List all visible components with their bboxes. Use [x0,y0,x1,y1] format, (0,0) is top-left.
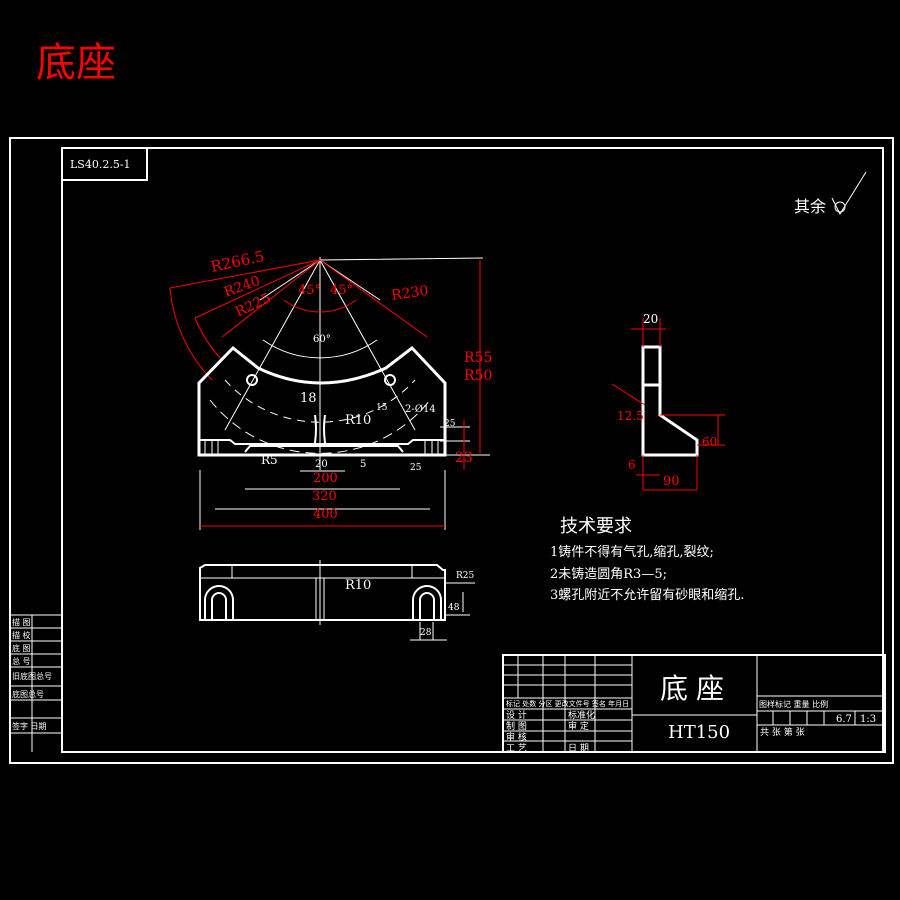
tech-item: 1铸件不得有气孔,缩孔,裂纹; [550,544,714,560]
strip-label: 旧底图总号 [12,671,52,681]
side-dim-90: 90 [663,474,680,489]
dim-23: 23 [455,450,473,466]
sheet-count: 共 张 第 张 [760,726,805,738]
drawing-number-box [61,147,148,181]
bottom-dim-r25: R25 [456,571,475,581]
dim-holes: 2-Ø14 [405,404,436,415]
stage-header: 图样标记 重量 比例 [759,699,828,709]
strip-label: 签字 日期 [12,721,47,731]
front-view: R266.5 R240 R225 R230 45° 45° 60° 18 R10… [169,247,492,530]
angle-45-left: 45° [298,283,321,298]
outer-border [9,137,894,764]
side-dim-6: 6 [628,458,636,472]
dim-r5: R5 [261,453,278,467]
scale: 1:3 [860,714,876,725]
dim-200: 200 [313,471,338,486]
side-view: 20 12.5 6 90 60 [611,312,725,491]
dim-r55: R55 [464,350,492,366]
material: HT150 [668,722,730,743]
angle-60: 60° [313,334,331,345]
tech-requirements: 技术要求 1铸件不得有气孔,缩孔,裂纹; 2未铸造圆角R3—5; 3螺孔附近不允… [550,516,744,603]
dim-400: 400 [313,507,338,522]
tech-item: 3螺孔附近不允许留有砂眼和缩孔. [550,587,744,603]
roughness-symbol: 其余 [794,171,867,216]
row-date: 日 期 [568,743,589,754]
row-design: 设 计 [506,709,527,721]
side-dim-60: 60 [702,435,717,449]
row-review: 审 核 [506,731,527,743]
dim-20: 20 [315,459,328,470]
row-approve: 审 定 [568,720,589,732]
strip-label: 总 号 [12,656,31,666]
title-block: 标记 处数 分区 更改文件号 签名 年月日 设 计 制 图 审 核 工 艺 标准… [502,654,886,754]
angle-45-right: 45° [330,283,353,298]
dim-r10: R10 [345,413,371,428]
row-process: 工 艺 [506,743,527,754]
drawing-number: LS40.2.5-1 [70,158,131,171]
revision-header: 标记 处数 分区 更改文件号 签名 年月日 [506,699,629,708]
part-name: 底座 [660,672,732,705]
bottom-dim-48: 48 [448,603,460,613]
tech-title: 技术要求 [560,516,632,537]
bottom-view: R10 R25 48 28 [199,560,475,641]
strip-label: 底 图 [12,643,31,653]
row-standard: 标准化 [568,709,595,721]
dim-25b: 25 [410,463,422,473]
dim-18: 18 [300,391,317,406]
dim-320: 320 [312,489,337,504]
weight: 6.7 [836,714,852,725]
page-title: 底座 [36,40,116,86]
inner-frame [61,147,884,753]
strip-label: 底图总号 [12,689,44,699]
dim-r50: R50 [464,368,492,384]
strip-label: 描 图 [12,617,31,627]
dim-15: 15 [376,403,388,413]
bottom-dim-28: 28 [420,628,432,638]
dim-r230: R230 [390,283,429,304]
side-dim-20: 20 [643,312,658,326]
dim-25a: 25 [444,419,456,429]
row-drawn: 制 图 [506,720,527,732]
tech-item: 2未铸造圆角R3—5; [550,566,667,582]
roughness-note: 其余 [794,197,826,216]
dim-5: 5 [360,459,366,470]
side-dim-12-5: 12.5 [617,409,644,423]
left-strip-table: 描 图 描 校 底 图 总 号 旧底图总号 底图总号 签字 日期 [10,614,62,752]
strip-label: 描 校 [12,630,31,640]
bottom-dim-r10: R10 [345,578,371,593]
